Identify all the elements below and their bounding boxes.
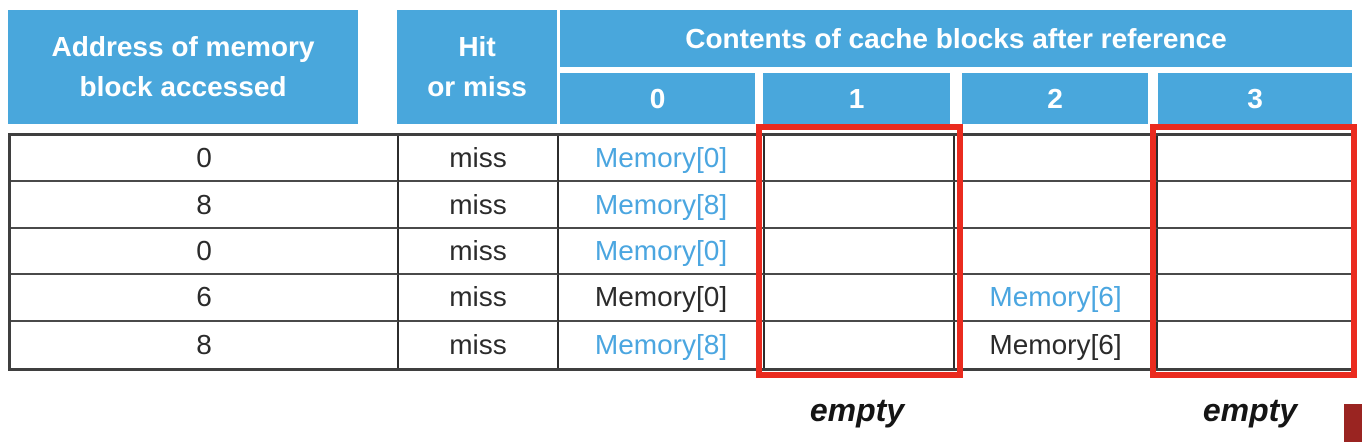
block2-cell [955,228,1158,276]
header-block-column-2: 2 [962,73,1148,124]
header-contents-of-cache-blocks: Contents of cache blocks after reference [560,10,1352,67]
header-address-of-memory-block: Address of memory block accessed [8,10,358,124]
hit-miss-cell: miss [399,321,559,368]
hit-miss-cell: miss [399,275,559,322]
block-column-0-label: 0 [649,82,666,114]
empty-label-column-1: empty [809,392,905,428]
block1-cell [765,321,955,368]
address-cell: 8 [11,321,399,368]
address-cell: 8 [11,182,399,229]
header-block-column-3: 3 [1158,73,1352,124]
block-column-2-label: 2 [1047,82,1063,114]
block1-cell [765,275,955,322]
block3-cell [1158,136,1355,183]
header-address-line1: Address of memory [51,31,315,62]
header-hit-or-miss: Hit or miss [397,10,557,124]
block-column-3-label: 3 [1247,82,1263,114]
block2-cell [955,182,1158,229]
block3-cell [1158,321,1355,368]
cache-table-body: 0 miss Memory[0] 8 miss Memory[8] 0 miss… [8,133,1355,371]
block1-cell [765,182,955,229]
block3-cell [1158,182,1355,229]
header-hit-line1: Hit [458,31,496,62]
block1-cell [765,136,955,183]
address-cell: 0 [11,228,399,276]
highlight-rect-column-3 [1150,124,1357,378]
header-block-column-1: 1 [763,73,950,124]
address-cell: 0 [11,136,399,183]
block3-cell [1158,228,1355,276]
block0-cell: Memory[0] [559,136,765,183]
hit-miss-cell: miss [399,228,559,276]
block2-cell: Memory[6] [955,321,1158,368]
hit-miss-cell: miss [399,182,559,229]
block2-cell [955,136,1158,183]
block0-cell: Memory[0] [559,275,765,322]
hit-miss-cell: miss [399,136,559,183]
header-block-column-0: 0 [560,73,755,124]
block2-cell: Memory[6] [955,275,1158,322]
address-cell: 6 [11,275,399,322]
block0-cell: Memory[0] [559,228,765,276]
header-hit-line2: or miss [427,71,527,102]
block0-cell: Memory[8] [559,182,765,229]
block-column-1-label: 1 [848,82,865,114]
highlight-rect-column-1 [756,124,963,378]
header-address-line2: block accessed [79,71,287,102]
corner-accent-block [1344,404,1362,442]
block3-cell [1158,275,1355,322]
empty-label-column-3: empty [1202,392,1298,428]
block0-cell: Memory[8] [559,321,765,368]
header-contents-label: Contents of cache blocks after reference [685,22,1227,54]
block1-cell [765,228,955,276]
